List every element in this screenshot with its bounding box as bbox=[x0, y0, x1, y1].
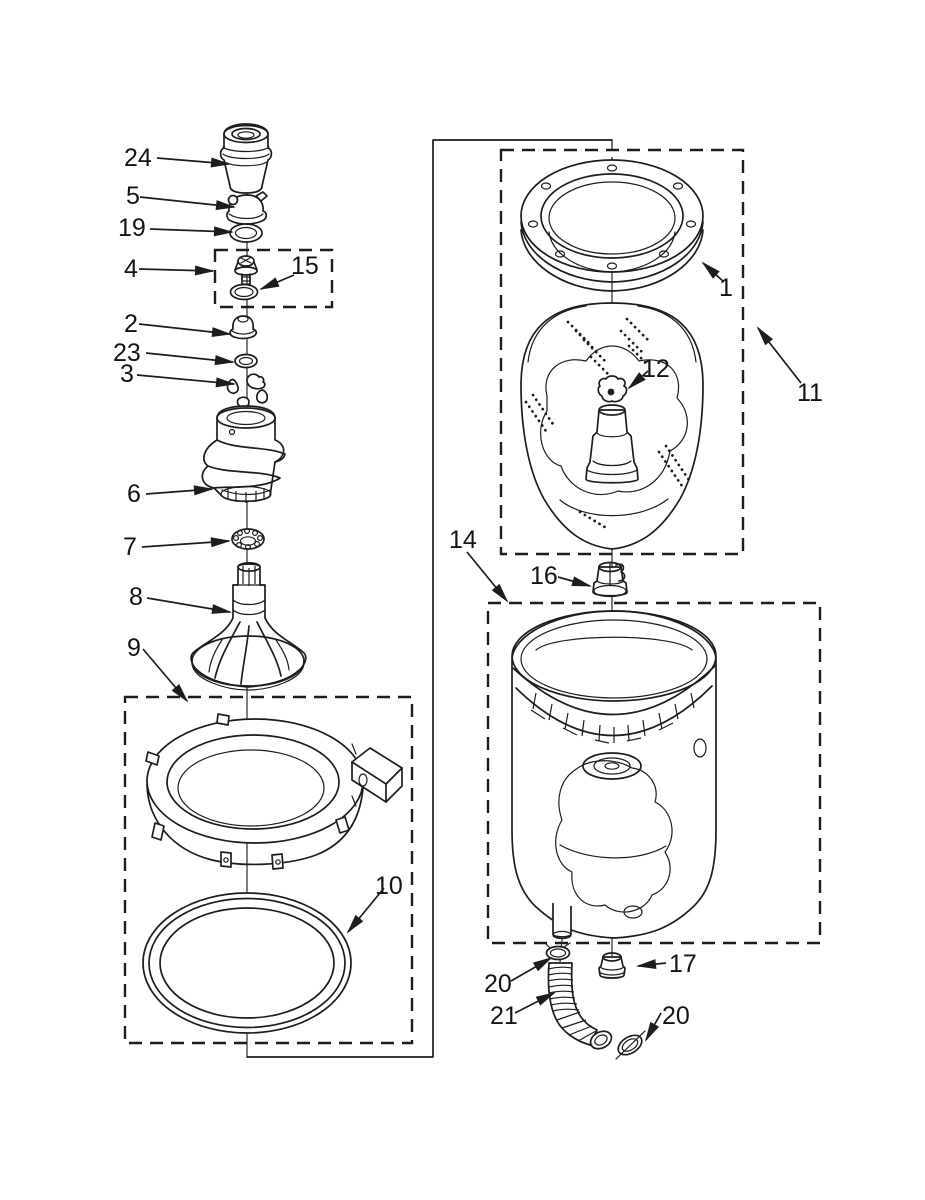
screw-kit-dashed-box bbox=[213, 248, 334, 309]
callout-8-arrow bbox=[146, 597, 232, 614]
callout-20-top-arrow bbox=[510, 957, 553, 982]
callout-2-arrow bbox=[138, 323, 232, 338]
callout-17-label: 17 bbox=[669, 950, 697, 978]
drive-hub-drawing bbox=[597, 375, 628, 403]
drain-plug-drawing bbox=[598, 952, 626, 979]
callout-1-arrow bbox=[701, 261, 725, 283]
basket-drawing bbox=[520, 302, 704, 550]
bolt-holes bbox=[527, 164, 697, 270]
dispenser-cap-drawing bbox=[226, 191, 268, 225]
callout-24-arrow bbox=[156, 157, 231, 168]
callout-21-arrow bbox=[514, 992, 556, 1014]
callout-10-label: 10 bbox=[375, 872, 403, 900]
seal-ring-drawing bbox=[229, 223, 263, 243]
callout-23-label: 23 bbox=[113, 339, 141, 367]
hose-clamp-lower-drawing bbox=[615, 1030, 646, 1060]
agitator-screw-drawing bbox=[234, 255, 258, 287]
callout-9-label: 9 bbox=[127, 634, 141, 662]
callout-16-arrow bbox=[557, 576, 592, 587]
callout-12-label: 12 bbox=[642, 355, 670, 383]
callout-24-label: 24 bbox=[124, 144, 152, 172]
tub-ring-drawing bbox=[145, 713, 403, 870]
callouts: 24 5 19 4 15 2 23 3 6 7 8 9 10 1 11 12 1 bbox=[113, 144, 823, 1042]
basket-perforations bbox=[524, 317, 691, 531]
callout-14-arrow bbox=[466, 551, 509, 603]
callout-7-label: 7 bbox=[123, 533, 137, 561]
hose-corrugations bbox=[547, 966, 597, 1042]
callout-11-label: 11 bbox=[797, 379, 823, 407]
callout-20-top-label: 20 bbox=[484, 970, 512, 998]
basket-dashed-box bbox=[499, 148, 745, 556]
agitator-auger-drawing bbox=[201, 405, 286, 503]
washer-drawing bbox=[229, 283, 259, 301]
softener-dispenser-drawing bbox=[219, 123, 273, 194]
callout-23-arrow bbox=[145, 352, 235, 366]
callout-15-arrow bbox=[259, 274, 295, 290]
callout-6-arrow bbox=[145, 485, 214, 496]
callout-17-arrow bbox=[636, 959, 667, 970]
callout-6-label: 6 bbox=[127, 480, 141, 508]
callout-9-arrow bbox=[142, 648, 189, 703]
tub-ring-dashed-box bbox=[123, 695, 414, 1045]
callout-5-arrow bbox=[139, 196, 236, 211]
o-ring-drawing bbox=[234, 353, 258, 369]
callout-10-arrow bbox=[346, 887, 385, 934]
callout-20-bottom-arrow bbox=[645, 1012, 662, 1042]
tub-gasket-drawing bbox=[142, 892, 352, 1034]
callout-19-label: 19 bbox=[118, 214, 146, 242]
callout-7-arrow bbox=[141, 537, 231, 548]
bearing-drawing bbox=[231, 527, 265, 550]
hose-clamp-upper-drawing bbox=[545, 942, 571, 961]
callout-20-bottom-label: 20 bbox=[662, 1002, 690, 1030]
outer-tub-drawing bbox=[511, 610, 717, 963]
callout-11-arrow bbox=[756, 326, 802, 384]
callout-16-label: 16 bbox=[530, 562, 558, 590]
callout-3-label: 3 bbox=[120, 360, 134, 388]
cap-seal-drawing bbox=[229, 315, 258, 340]
basket-ring-drawing bbox=[520, 159, 704, 292]
callout-15-label: 15 bbox=[291, 252, 319, 280]
coupling-drawing bbox=[592, 561, 628, 598]
callout-8-label: 8 bbox=[129, 583, 143, 611]
callout-19-arrow bbox=[149, 226, 234, 237]
callout-2-label: 2 bbox=[124, 310, 138, 338]
basket-shaft-drawing bbox=[585, 404, 639, 484]
callout-4-arrow bbox=[138, 265, 215, 276]
drain-hose-drawing bbox=[547, 962, 613, 1050]
callout-1-label: 1 bbox=[719, 274, 733, 302]
callout-12-arrow bbox=[627, 370, 649, 390]
callout-21-label: 21 bbox=[490, 1002, 518, 1030]
callout-5-label: 5 bbox=[126, 182, 140, 210]
tub-ring-handle bbox=[351, 747, 403, 803]
callout-14-label: 14 bbox=[449, 526, 477, 554]
tub-slot-band bbox=[530, 692, 695, 744]
agitator-base-drawing bbox=[190, 561, 307, 691]
callout-3-arrow bbox=[136, 374, 236, 388]
assembly-connector-line bbox=[246, 139, 613, 1058]
callout-4-label: 4 bbox=[124, 255, 138, 283]
